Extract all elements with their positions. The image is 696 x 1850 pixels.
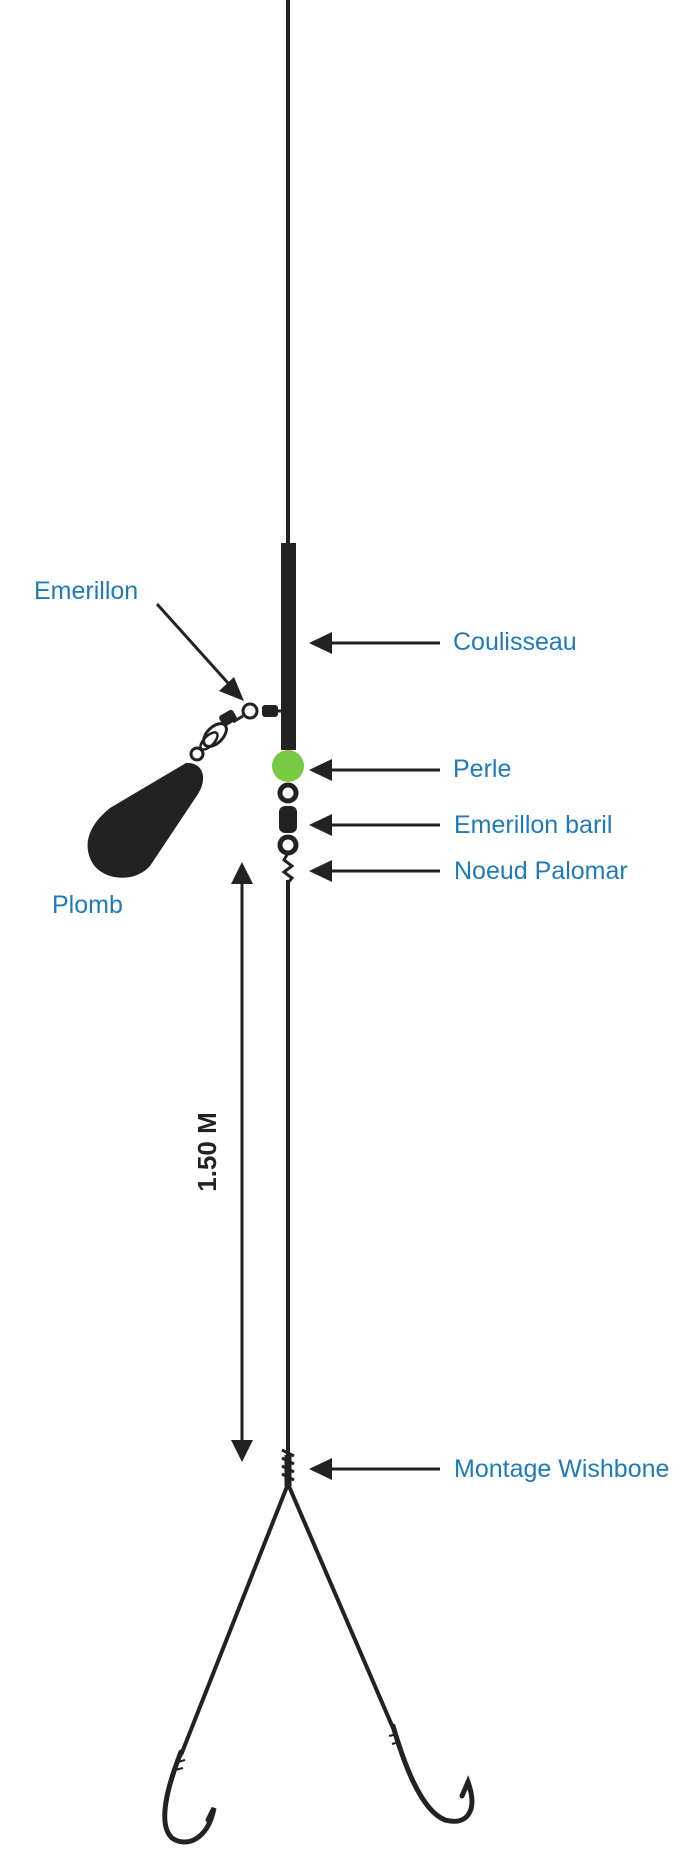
arrow-perle (309, 759, 440, 781)
label-perle: Perle (453, 755, 511, 783)
arrow-montage-wishbone (309, 1458, 440, 1480)
label-noeud-palomar: Noeud Palomar (454, 857, 628, 885)
label-emerillon: Emerillon (34, 577, 138, 605)
perle-bead (272, 750, 304, 782)
emerillon-baril-swivel (277, 782, 299, 856)
emerillon-snap (189, 702, 283, 762)
noeud-palomar-knot (281, 852, 295, 885)
plomb-weight (87, 762, 204, 878)
wishbone-arm-right (286, 1483, 395, 1729)
label-plomb: Plomb (52, 891, 123, 919)
hook-left (162, 1749, 217, 1845)
coulisseau-tube (281, 543, 296, 750)
label-emerillon-baril: Emerillon baril (454, 811, 612, 839)
arrow-coulisseau (309, 632, 440, 654)
wishbone-knot (281, 1448, 295, 1486)
arrow-emerillon-baril (309, 814, 440, 836)
label-montage-wishbone: Montage Wishbone (454, 1455, 669, 1483)
arrow-noeud-palomar (309, 860, 440, 882)
label-coulisseau: Coulisseau (453, 628, 577, 656)
arrow-emerillon (155, 602, 244, 701)
dimension-label: 1.50 M (192, 1112, 222, 1192)
dimension-arrow (231, 862, 253, 1462)
wishbone-arm-left (179, 1483, 290, 1756)
hook-right (388, 1723, 475, 1824)
